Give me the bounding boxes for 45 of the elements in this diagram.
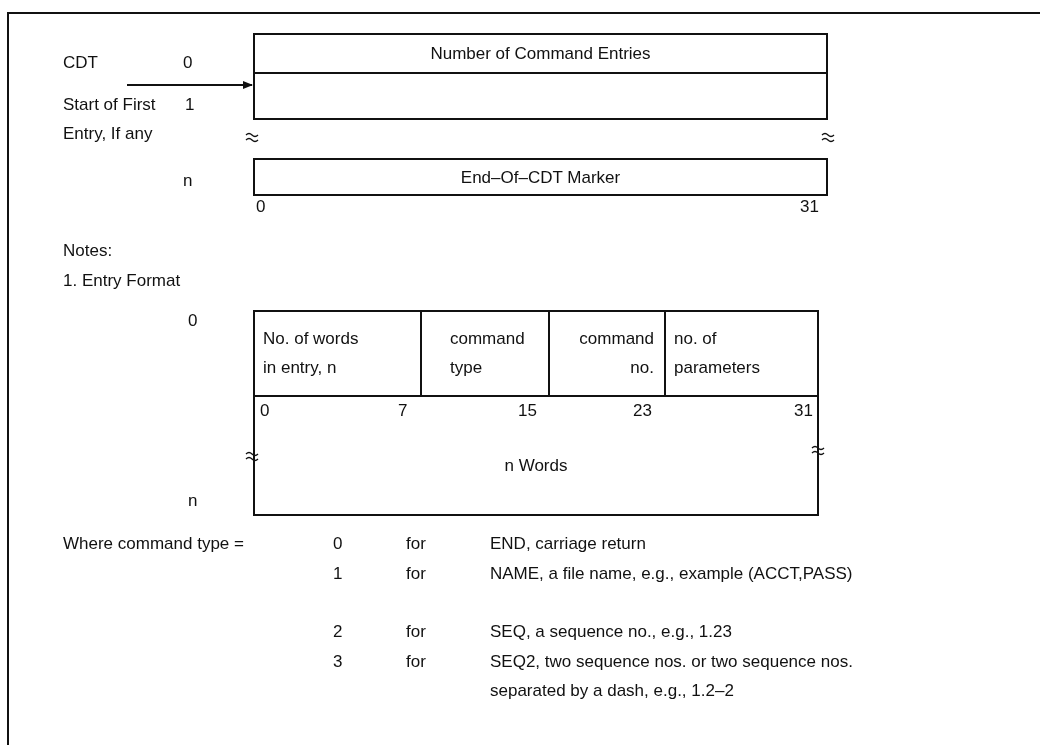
definition-text: SEQ, a sequence no., e.g., 1.23 xyxy=(490,621,733,643)
word-index: n xyxy=(188,490,198,512)
entry-note: Start of First Entry, If any xyxy=(63,94,157,145)
code-value: 3 xyxy=(333,651,343,673)
field-text: n Words xyxy=(503,455,569,477)
definition-text: for xyxy=(406,563,426,585)
definition-text: NAME, a file name, e.g., example (ACCT,PASS) xyxy=(490,563,854,585)
definition-text: for xyxy=(406,533,426,555)
word-index: 0 xyxy=(188,310,198,332)
word-index: n xyxy=(183,170,193,192)
bit-number: 0 xyxy=(260,400,270,422)
field-box xyxy=(420,310,550,397)
memory-word-box xyxy=(253,158,828,196)
definition-text: for xyxy=(406,621,426,643)
word-index: 0 xyxy=(183,52,193,74)
definition-text: for xyxy=(406,651,426,673)
code-value: 0 xyxy=(333,533,343,555)
memory-word-box xyxy=(253,33,828,74)
field-box xyxy=(548,310,666,397)
field-text: command no. xyxy=(578,328,654,379)
bit-number: 15 xyxy=(518,400,537,422)
field-box xyxy=(253,310,422,397)
note-text: 1. Entry Format xyxy=(63,270,181,292)
bit-number: 7 xyxy=(398,400,408,422)
word-index: 1 xyxy=(185,94,195,116)
field-text: Number of Command Entries xyxy=(429,43,652,65)
memory-word-box xyxy=(253,72,828,120)
bit-number: 23 xyxy=(633,400,652,422)
code-value: 1 xyxy=(333,563,343,585)
definition-text: SEQ2, two sequence nos. or two sequence nos. separated by a dash, e.g., 1.2–2 xyxy=(490,651,854,702)
code-value: 2 xyxy=(333,621,343,643)
bit-number: 31 xyxy=(800,196,819,218)
definition-text: Where command type = xyxy=(63,533,244,555)
field-text: no. of parameters xyxy=(674,328,761,379)
notes-heading: Notes: xyxy=(63,240,113,262)
field-text: End–Of–CDT Marker xyxy=(459,166,622,189)
field-text: command type xyxy=(450,328,526,379)
pointer-arrow xyxy=(126,81,253,89)
bit-number: 31 xyxy=(794,400,813,422)
memory-words-box xyxy=(253,396,819,516)
field-box xyxy=(664,310,819,397)
pointer-label: CDT xyxy=(63,48,98,77)
definition-text: END, carriage return xyxy=(490,533,647,555)
bit-number: 0 xyxy=(256,196,266,218)
field-text: No. of words in entry, n xyxy=(263,328,360,379)
